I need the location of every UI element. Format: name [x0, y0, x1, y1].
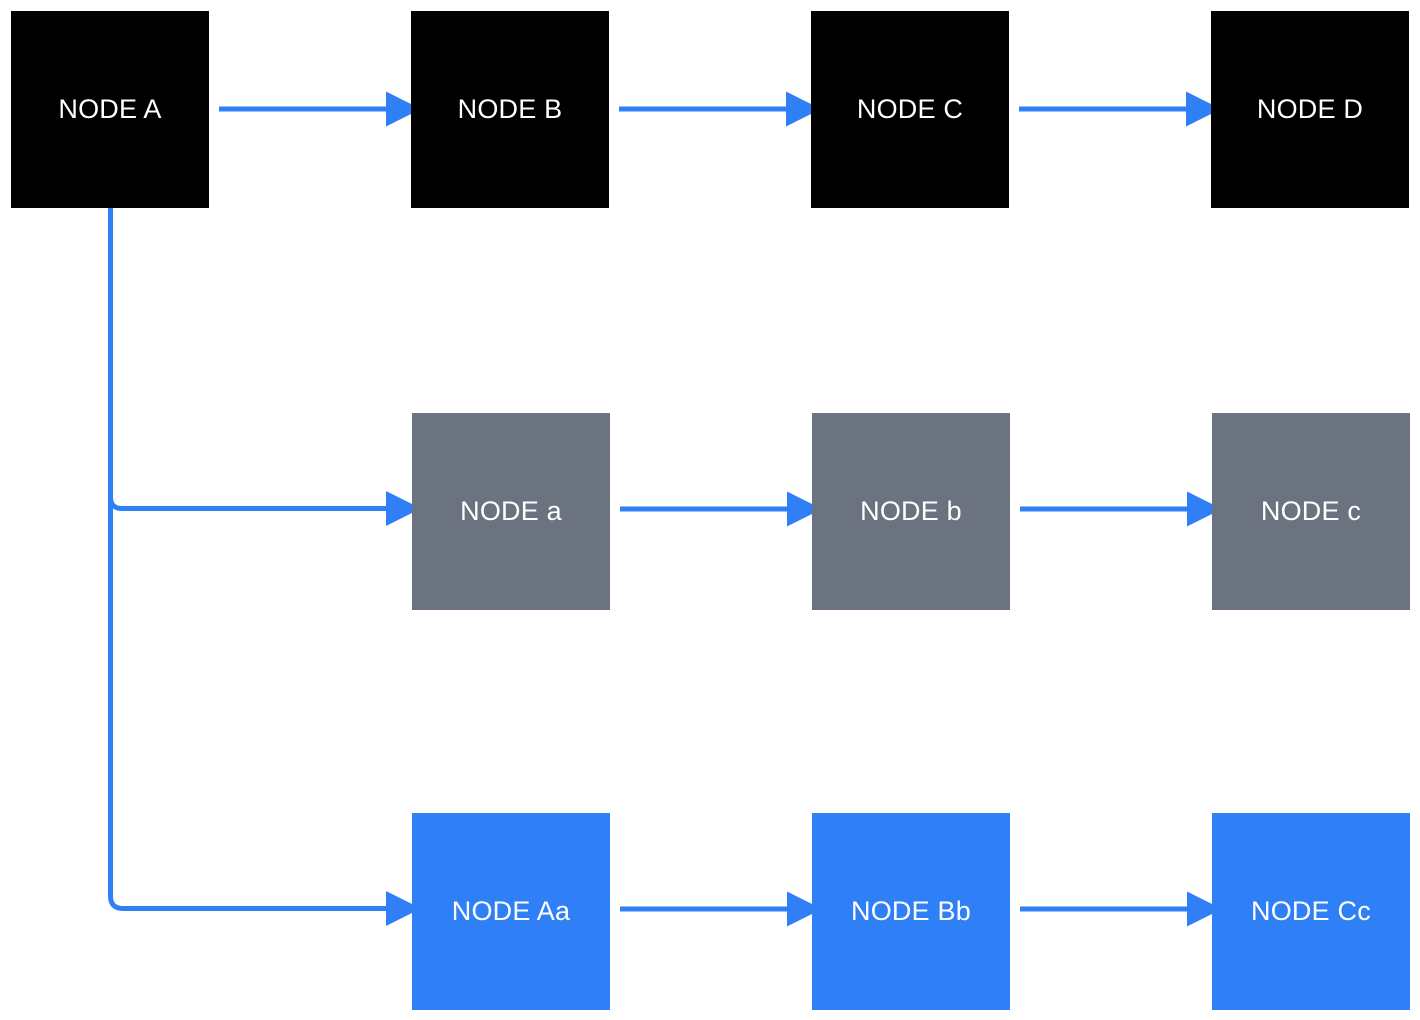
node-lower-a-label: NODE a — [460, 496, 562, 526]
node-bb-label: NODE Bb — [851, 896, 971, 926]
node-lower-c-label: NODE c — [1260, 496, 1362, 526]
node-b-label: NODE B — [457, 94, 563, 124]
node-lower-a[interactable]: NODE a — [412, 413, 610, 610]
node-lower-b-label: NODE b — [860, 496, 962, 526]
node-cc-label: NODE Cc — [1251, 896, 1371, 926]
node-d[interactable]: NODE D — [1211, 11, 1409, 208]
edge-a-to-aa — [108, 208, 421, 926]
node-c[interactable]: NODE C — [811, 11, 1009, 208]
node-d-label: NODE D — [1256, 94, 1364, 124]
node-lower-c[interactable]: NODE c — [1212, 413, 1410, 610]
node-a-label: NODE A — [58, 94, 162, 124]
node-a[interactable]: NODE A — [11, 11, 209, 208]
node-b[interactable]: NODE B — [411, 11, 609, 208]
node-bb[interactable]: NODE Bb — [812, 813, 1010, 1010]
edge-a-to-lower-a — [108, 208, 421, 526]
node-lower-b[interactable]: NODE b — [812, 413, 1010, 610]
node-aa[interactable]: NODE Aa — [412, 813, 610, 1010]
node-c-label: NODE C — [856, 94, 964, 124]
node-cc[interactable]: NODE Cc — [1212, 813, 1410, 1010]
node-aa-label: NODE Aa — [451, 896, 571, 926]
